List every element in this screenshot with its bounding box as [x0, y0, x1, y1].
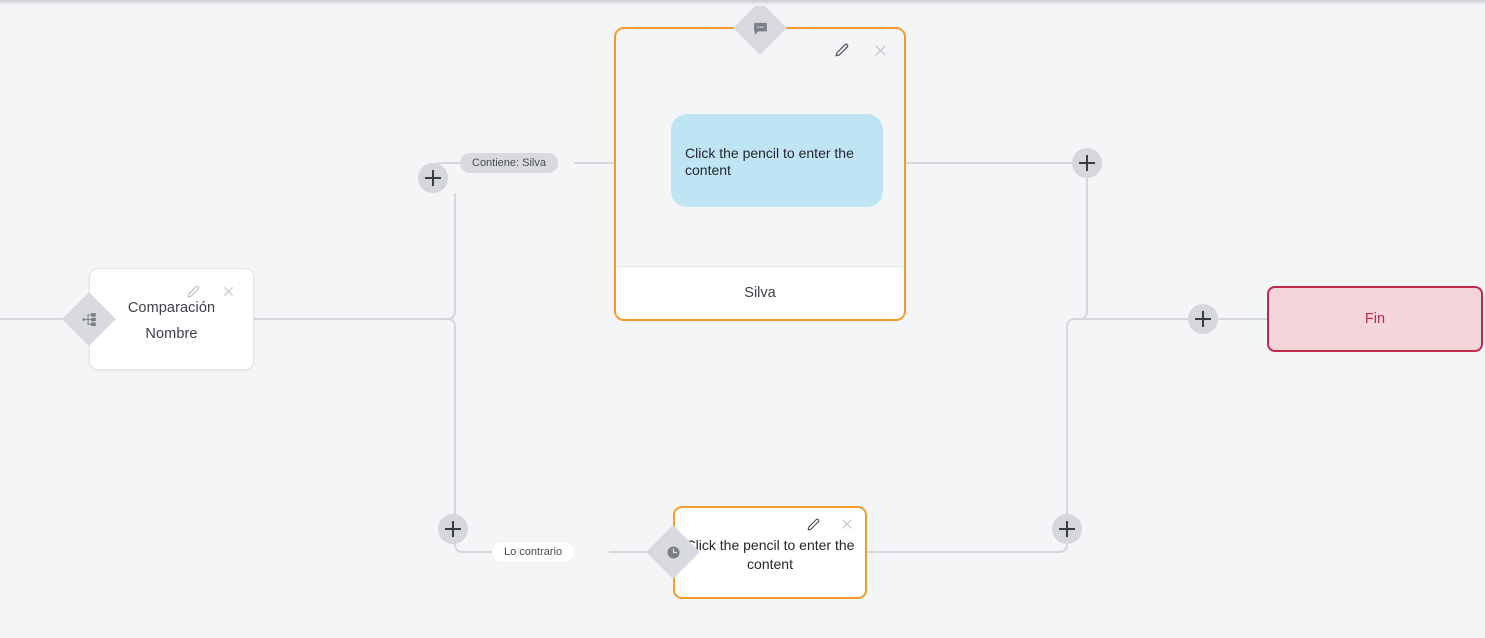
message-bubble: Click the pencil to enter the content: [671, 114, 883, 207]
add-step-top-right[interactable]: [1072, 148, 1102, 178]
edge-label-otherwise[interactable]: Lo contrario: [492, 542, 575, 562]
edge-compare-to-top: [254, 193, 456, 320]
message-alt-body: Click the pencil to enter the content: [685, 537, 855, 572]
edge-topright-merge: [1072, 178, 1088, 320]
add-step-before-end[interactable]: [1188, 304, 1218, 334]
branch-icon: [62, 292, 116, 346]
pencil-icon[interactable]: [803, 514, 823, 534]
edge-label-contains[interactable]: Contiene: Silva: [460, 153, 558, 173]
pencil-icon[interactable]: [832, 40, 852, 60]
end-node[interactable]: Fin: [1267, 286, 1483, 352]
close-icon[interactable]: [870, 40, 890, 60]
pencil-icon[interactable]: [183, 281, 203, 301]
message-node-alt[interactable]: Click the pencil to enter the content: [673, 506, 867, 599]
comparison-node[interactable]: Comparación Nombre: [89, 268, 254, 370]
add-step-bottom-right[interactable]: [1052, 514, 1082, 544]
comparison-subtitle: Nombre: [145, 326, 198, 342]
edge-plus-to-label-bottom: [454, 514, 493, 553]
message-node[interactable]: Click the pencil to enter the content Si…: [614, 27, 906, 321]
message-footer-label: Silva: [616, 266, 904, 319]
add-step-top-left[interactable]: [418, 163, 448, 193]
close-icon[interactable]: [218, 281, 238, 301]
edge-bottomright-merge: [1066, 318, 1087, 514]
clock-icon: [646, 525, 700, 579]
comparison-title: Comparación: [127, 300, 216, 316]
end-node-label: Fin: [1364, 311, 1386, 327]
edge-msg2-to-plus: [867, 543, 1068, 553]
add-step-bottom-left[interactable]: [438, 514, 468, 544]
chat-bubble-icon: [733, 1, 787, 55]
edge-compare-to-bottom: [254, 318, 456, 514]
close-icon[interactable]: [837, 514, 857, 534]
